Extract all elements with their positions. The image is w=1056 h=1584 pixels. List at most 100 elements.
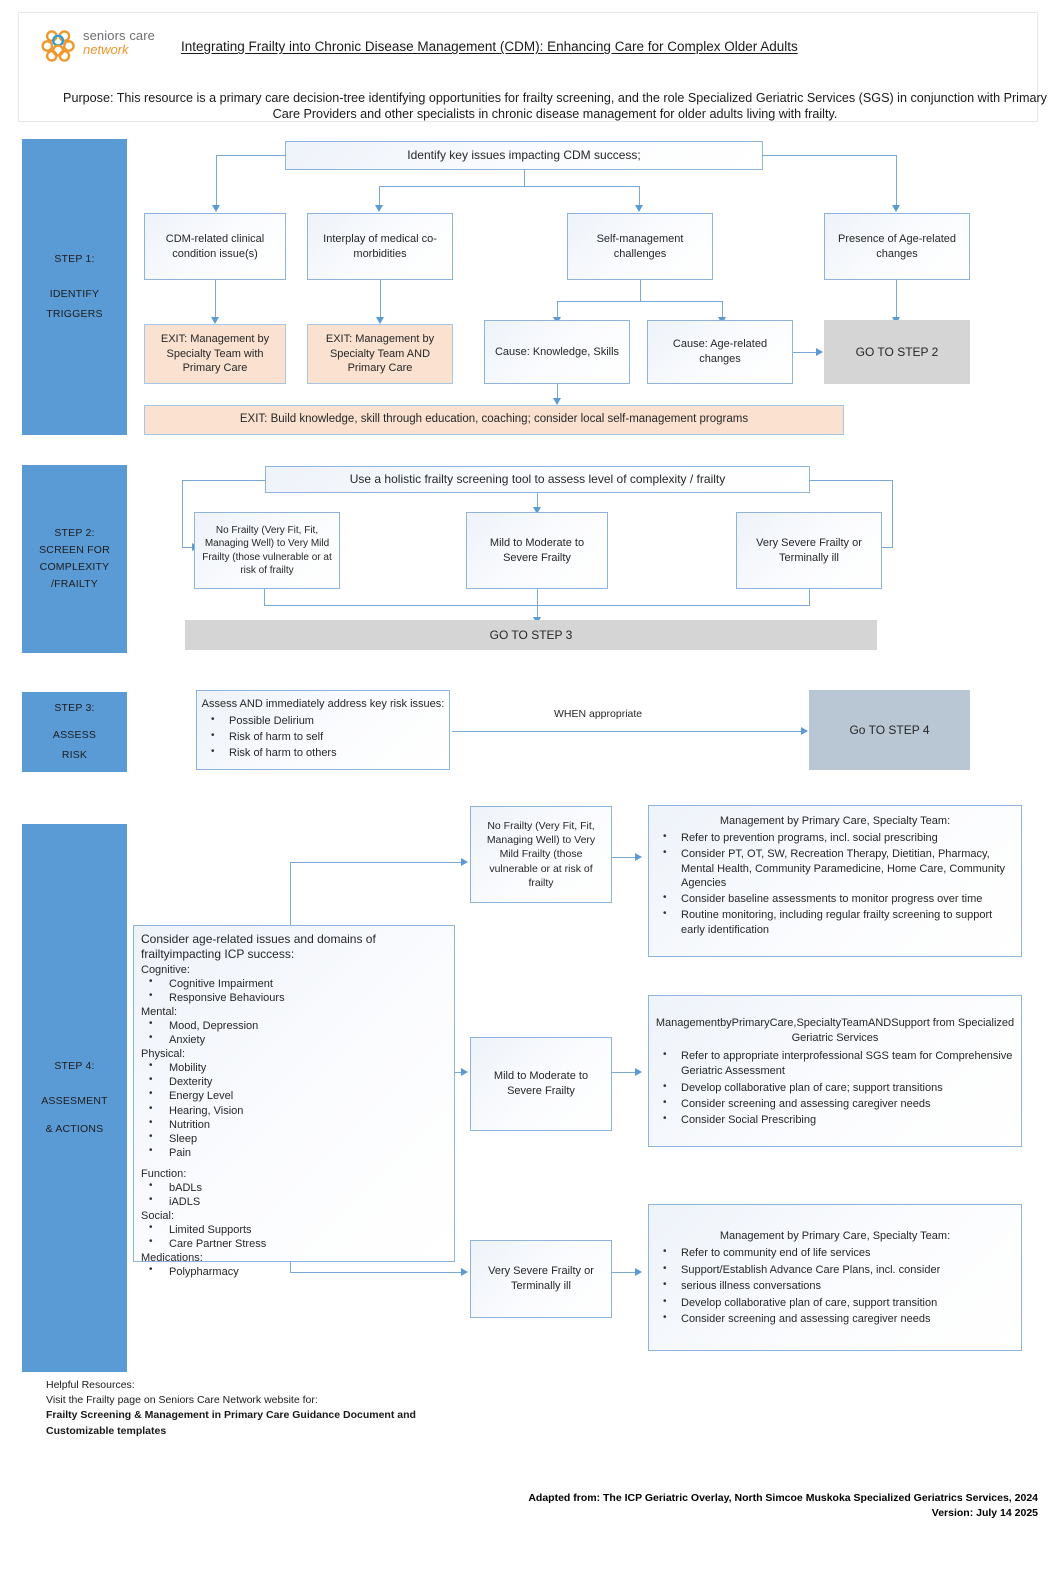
step3-risk-box[interactable]: Assess AND immediately address key risk … (196, 690, 450, 770)
logo-line-1: seniors care (83, 28, 156, 43)
list-item: Nutrition (141, 1117, 447, 1132)
step1-exit-banner[interactable]: EXIT: Build knowledge, skill through edu… (144, 405, 844, 435)
credit-line-1: Adapted from: The ICP Geriatric Overlay,… (528, 1491, 1038, 1504)
step2-level-2[interactable]: Mild to Moderate to Severe Frailty (466, 512, 608, 589)
domain-list: Limited Supports Care Partner Stress (141, 1222, 447, 1251)
resources-line-2: Visit the Frailty page on Seniors Care N… (46, 1394, 318, 1407)
helpful-resources: Helpful Resources: Visit the Frailty pag… (46, 1378, 416, 1439)
domain-list: Polypharmacy (141, 1264, 447, 1279)
step-band-4: STEP 4: ASSESMENT & ACTIONS (22, 824, 127, 1372)
step-2-sub-2: COMPLEXITY (39, 561, 110, 573)
header-card: seniors care network Integrating Frailty… (18, 12, 1047, 122)
list-item: Sleep (141, 1131, 447, 1146)
list-item: Risk of harm to others (201, 745, 445, 761)
list-item: Hearing, Vision (141, 1102, 447, 1118)
step2-level-1[interactable]: No Frailty (Very Fit, Fit, Managing Well… (194, 512, 340, 589)
step1-trigger-3[interactable]: Self-management challenges (567, 213, 713, 280)
list-item: Dexterity (141, 1074, 447, 1089)
step1-exit-2[interactable]: EXIT: Management by Specialty Team AND P… (307, 324, 453, 384)
list-item: Consider baseline assessments to monitor… (653, 891, 1017, 907)
logo: seniors care network (41, 26, 169, 66)
step1-trigger-2[interactable]: Interplay of medical co-morbidities (307, 213, 453, 280)
step4-domains-box[interactable]: Consider age-related issues and domains … (133, 925, 455, 1278)
step-band-3: STEP 3: ASSESS RISK (22, 692, 127, 772)
list-item: Anxiety (141, 1032, 447, 1047)
logo-line-2: network (83, 41, 129, 57)
list-item: Possible Delirium (201, 713, 445, 729)
flower-logo-icon (41, 30, 75, 62)
domain-category: Social: (141, 1210, 175, 1223)
step4-action-2[interactable]: ManagementbyPrimaryCare,SpecialtyTeamAND… (648, 995, 1022, 1147)
list-item: Consider PT, OT, SW, Recreation Therapy,… (653, 846, 1017, 892)
list-item: Routine monitoring, including regular fr… (653, 907, 1017, 938)
step-3-sub-2: RISK (61, 749, 88, 762)
step1-cause-1[interactable]: Cause: Knowledge, Skills (484, 320, 630, 384)
domain-category: Physical: (141, 1048, 186, 1061)
domain-list: Cognitive Impairment Responsive Behaviou… (141, 976, 447, 1005)
domain-list: bADLs iADLS (141, 1180, 447, 1209)
step-2-sub-1: SCREEN FOR (39, 544, 110, 557)
step-1-label: STEP 1: (54, 253, 95, 266)
list-item: Mood, Depression (141, 1018, 447, 1033)
list-item: Develop collaborative plan of care, supp… (653, 1295, 1017, 1311)
domain-category: Function: (141, 1167, 187, 1180)
list-item: serious illness conversations (653, 1278, 1017, 1294)
list-item: Develop collaborative plan of care; supp… (653, 1080, 1017, 1096)
action-list: Refer to community end of life services … (653, 1245, 1017, 1327)
step-4-label: STEP 4: (54, 1060, 95, 1073)
domain-list: Mobility Dexterity Energy Level Hearing,… (141, 1060, 447, 1160)
page-title: Integrating Frailty into Chronic Disease… (181, 39, 798, 54)
step1-root-box[interactable]: Identify key issues impacting CDM succes… (285, 141, 763, 170)
step4-domains-title: Consider age-related issues and domains … (141, 932, 376, 962)
step-3-sub-1: ASSESS (52, 728, 97, 741)
step-2-label: STEP 2: (54, 527, 95, 540)
credit-line-2: Version: July 14 2025 (931, 1507, 1038, 1520)
step-band-1: STEP 1: IDENTIFY TRIGGERS (22, 139, 127, 435)
step4-level-2[interactable]: Mild to Moderate to Severe Frailty (470, 1037, 612, 1131)
step-2-sub-3: /FRAILTY (51, 577, 98, 590)
domain-category: Medications: (141, 1252, 203, 1265)
step4-level-1[interactable]: No Frailty (Very Fit, Fit, Managing Well… (470, 806, 612, 903)
step1-trigger-1[interactable]: CDM-related clinical condition issue(s) (144, 213, 286, 280)
resources-line-1: Helpful Resources: (46, 1379, 135, 1391)
list-item: Energy Level (141, 1088, 447, 1103)
action-heading: Management by Primary Care, Specialty Te… (719, 815, 951, 827)
step1-goto-step2[interactable]: GO TO STEP 2 (824, 320, 970, 384)
step-3-label: STEP 3: (54, 702, 95, 715)
list-item: Responsive Behaviours (141, 990, 447, 1005)
list-item: Consider Social Prescribing (653, 1112, 1017, 1128)
resources-line-3: Frailty Screening & Management in Primar… (46, 1409, 416, 1422)
action-list: Refer to prevention programs, incl. soci… (653, 830, 1017, 938)
credit-block: Adapted from: The ICP Geriatric Overlay,… (528, 1491, 1038, 1523)
step-1-sub-1: IDENTIFY (49, 287, 100, 300)
step3-edge-label: WHEN appropriate (554, 708, 643, 720)
action-list: Refer to appropriate interprofessional S… (653, 1048, 1017, 1129)
list-item: Risk of harm to self (201, 729, 445, 745)
step1-exit-1[interactable]: EXIT: Management by Specialty Team with … (144, 324, 286, 384)
domain-category: Mental: (141, 1005, 178, 1018)
list-item: Care Partner Stress (141, 1236, 447, 1251)
resources-line-4: Customizable templates (46, 1424, 167, 1437)
step1-cause-2[interactable]: Cause: Age-related changes (647, 320, 793, 384)
step4-action-3[interactable]: Management by Primary Care, Specialty Te… (648, 1204, 1022, 1351)
action-heading: ManagementbyPrimaryCare,SpecialtyTeamAND… (655, 1017, 1015, 1045)
domain-list: Mood, Depression Anxiety (141, 1018, 447, 1047)
step-1-sub-2: TRIGGERS (46, 308, 103, 321)
step3-risk-list: Possible Delirium Risk of harm to self R… (201, 713, 445, 761)
action-heading: Management by Primary Care, Specialty Te… (719, 1230, 951, 1242)
step3-goto-step4[interactable]: Go TO STEP 4 (809, 690, 970, 770)
step4-level-3[interactable]: Very Severe Frailty or Terminally ill (470, 1240, 612, 1318)
list-item: iADLS (141, 1194, 447, 1209)
step2-level-3[interactable]: Very Severe Frailty or Terminally ill (736, 512, 882, 589)
step4-action-1[interactable]: Management by Primary Care, Specialty Te… (648, 805, 1022, 957)
list-item: Pain (141, 1145, 447, 1160)
step-4-sub-1: ASSESMENT (41, 1094, 108, 1107)
step2-root-box[interactable]: Use a holistic frailty screening tool to… (265, 466, 810, 493)
list-item: Cognitive Impairment (141, 976, 447, 991)
list-item: Support/Establish Advance Care Plans, in… (653, 1262, 1017, 1278)
step1-trigger-4[interactable]: Presence of Age-related changes (824, 213, 970, 280)
step-band-2: STEP 2: SCREEN FOR COMPLEXITY /FRAILTY (22, 465, 127, 653)
step-4-sub-2: & ACTIONS (45, 1123, 104, 1136)
step2-goto-step3[interactable]: GO TO STEP 3 (185, 620, 877, 650)
step3-risk-heading: Assess AND immediately address key risk … (201, 698, 445, 710)
